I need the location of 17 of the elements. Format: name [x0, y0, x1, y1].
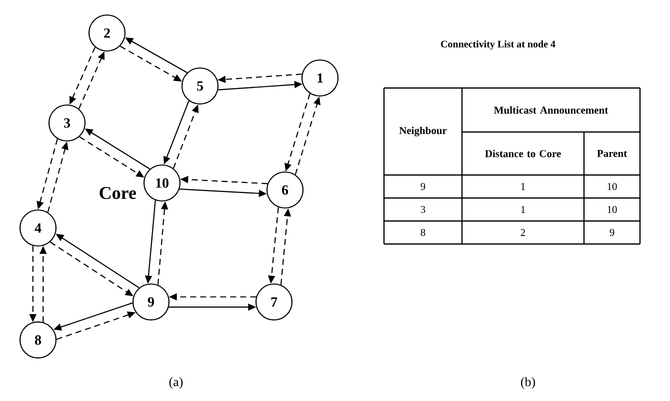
table-cell: 3 [420, 206, 426, 214]
table-cell: 1 [521, 183, 525, 190]
caption: (b) [520, 377, 535, 389]
node-label: Core [100, 186, 136, 200]
table-title: Connectivity List at node 4 [440, 40, 556, 50]
caption: (a) [169, 377, 183, 389]
table-cell: 9 [610, 228, 614, 236]
table-cell: 2 [520, 229, 526, 236]
table-cell: 10 [608, 182, 617, 190]
table-cell: 8 [420, 228, 426, 236]
table-cell: Parent [597, 150, 628, 157]
table-cell: 10 [608, 206, 617, 214]
table-cell: 1 [521, 206, 525, 213]
table-cell: Multicast Announcement [494, 106, 608, 114]
table-cell: 9 [420, 182, 426, 190]
table-cell: Distance to Core [485, 150, 561, 158]
table-cell: Neighbour [399, 126, 447, 136]
